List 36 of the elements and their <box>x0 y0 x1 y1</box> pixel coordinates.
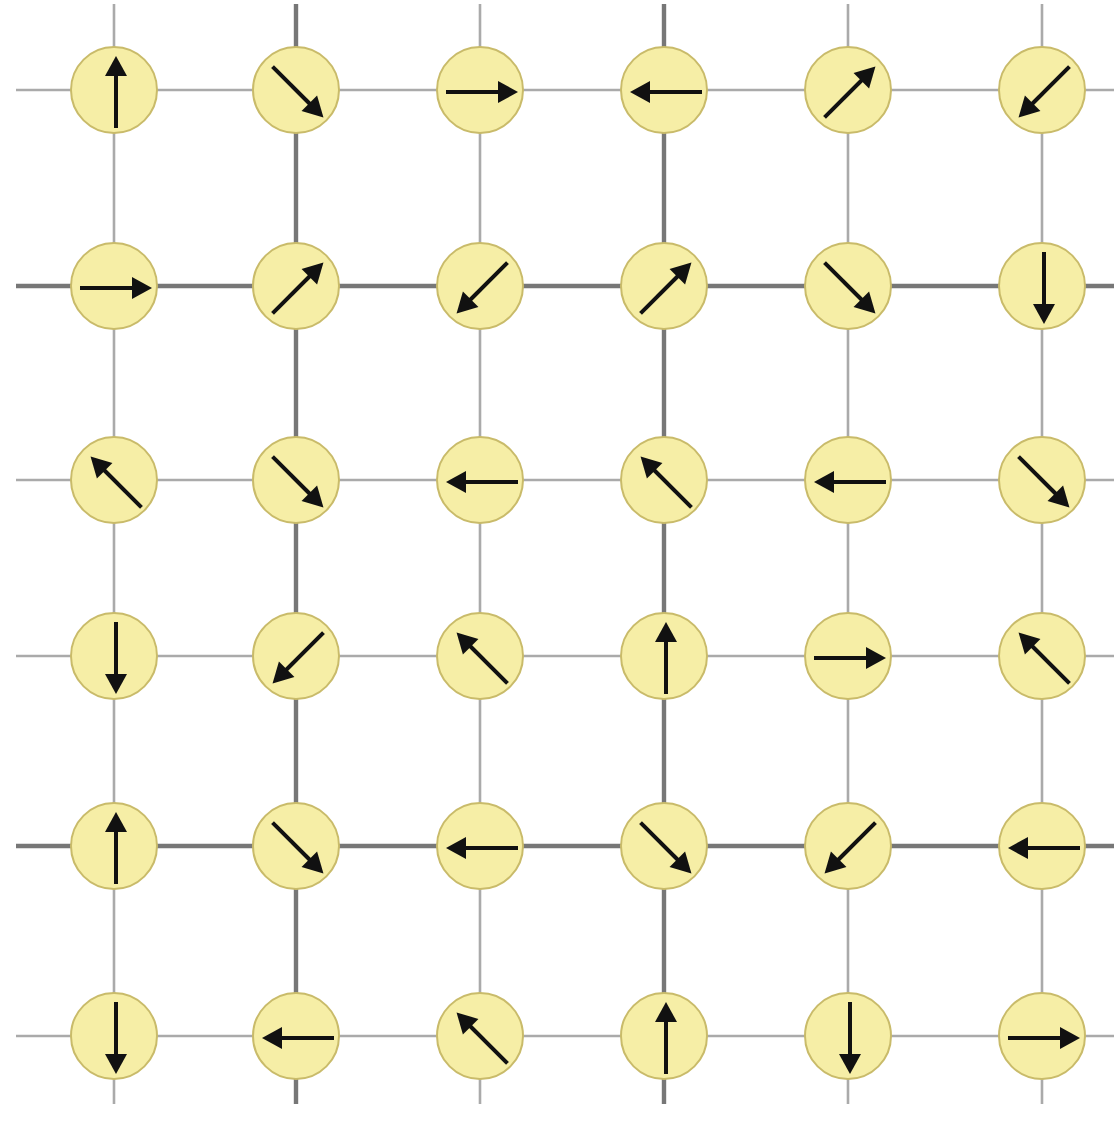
spin-circle <box>436 612 524 700</box>
spin-circle <box>436 436 524 524</box>
spin-circle <box>436 992 524 1080</box>
spin-circle <box>620 242 708 330</box>
spin-circle <box>620 46 708 134</box>
spin-circle <box>804 802 892 890</box>
spin-circle <box>998 436 1086 524</box>
spin-circle <box>804 992 892 1080</box>
spin-circle <box>252 992 340 1080</box>
spin-circle <box>70 992 158 1080</box>
spin-circle <box>70 46 158 134</box>
spin-circle <box>620 802 708 890</box>
spin-circle <box>252 436 340 524</box>
spin-circle <box>252 242 340 330</box>
spin-circle <box>252 802 340 890</box>
spin-circle <box>436 802 524 890</box>
spin-circle <box>998 242 1086 330</box>
spin-circle <box>70 612 158 700</box>
spin-circle <box>620 992 708 1080</box>
spin-circle <box>70 242 158 330</box>
spin-circle <box>620 612 708 700</box>
spin-circle <box>998 612 1086 700</box>
spin-circle <box>804 46 892 134</box>
spin-circle <box>804 242 892 330</box>
spin-circle <box>252 612 340 700</box>
spin-circle <box>804 436 892 524</box>
spin-circle <box>436 46 524 134</box>
spin-circle <box>998 802 1086 890</box>
spin-circle <box>804 612 892 700</box>
spin-circle <box>70 802 158 890</box>
spin-circle <box>70 436 158 524</box>
spin-circle <box>998 992 1086 1080</box>
spin-circle <box>620 436 708 524</box>
spin-circle <box>252 46 340 134</box>
spin-circle <box>436 242 524 330</box>
spin-circle <box>998 46 1086 134</box>
